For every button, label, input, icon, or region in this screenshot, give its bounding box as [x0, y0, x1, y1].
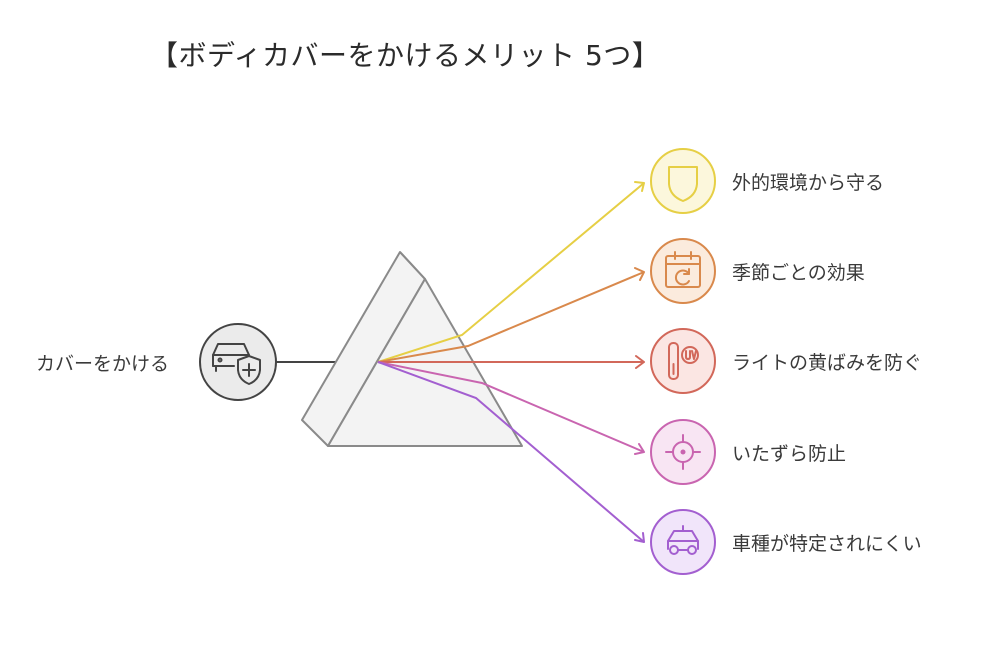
benefit-node-3: [650, 328, 716, 394]
prism-edge-top: [399, 251, 426, 280]
arrowhead-1: [634, 181, 645, 192]
uv-thermometer-icon: [668, 342, 699, 380]
arrowhead-5: [634, 532, 645, 543]
shield-icon: [668, 166, 698, 202]
source-label: カバーをかける: [36, 353, 170, 375]
car-shield-icon: [212, 343, 261, 385]
benefit-node-2: [650, 238, 716, 304]
crosshair-dot: [680, 449, 686, 455]
benefit-label-5: 車種が特定されにくい: [732, 533, 922, 555]
source-node: [199, 323, 277, 401]
benefit-node-5: [650, 509, 716, 575]
crosshair-icon: [665, 434, 701, 470]
arrowheads: [634, 181, 645, 543]
benefit-label-1: 外的環境から守る: [732, 172, 885, 194]
arrowhead-3: [635, 355, 645, 369]
prism: [301, 251, 523, 447]
benefit-label-2: 季節ごとの効果: [732, 262, 865, 284]
ray-2: [377, 271, 645, 363]
benefit-node-4: [650, 419, 716, 485]
benefit-node-1: [650, 148, 716, 214]
arrowhead-4: [634, 443, 645, 455]
benefit-label-3: ライトの黄ばみを防ぐ: [732, 352, 923, 374]
page-title: 【ボディカバーをかけるメリット 5つ】: [150, 39, 661, 72]
ray-1: [377, 182, 645, 363]
rays: [377, 182, 645, 543]
benefit-label-4: いたずら防止: [732, 443, 847, 465]
arrowhead-2: [634, 267, 645, 281]
calendar-refresh-icon: [665, 251, 701, 288]
ray-5: [377, 361, 645, 543]
car-icon: [667, 525, 699, 555]
ray-4: [377, 361, 645, 453]
